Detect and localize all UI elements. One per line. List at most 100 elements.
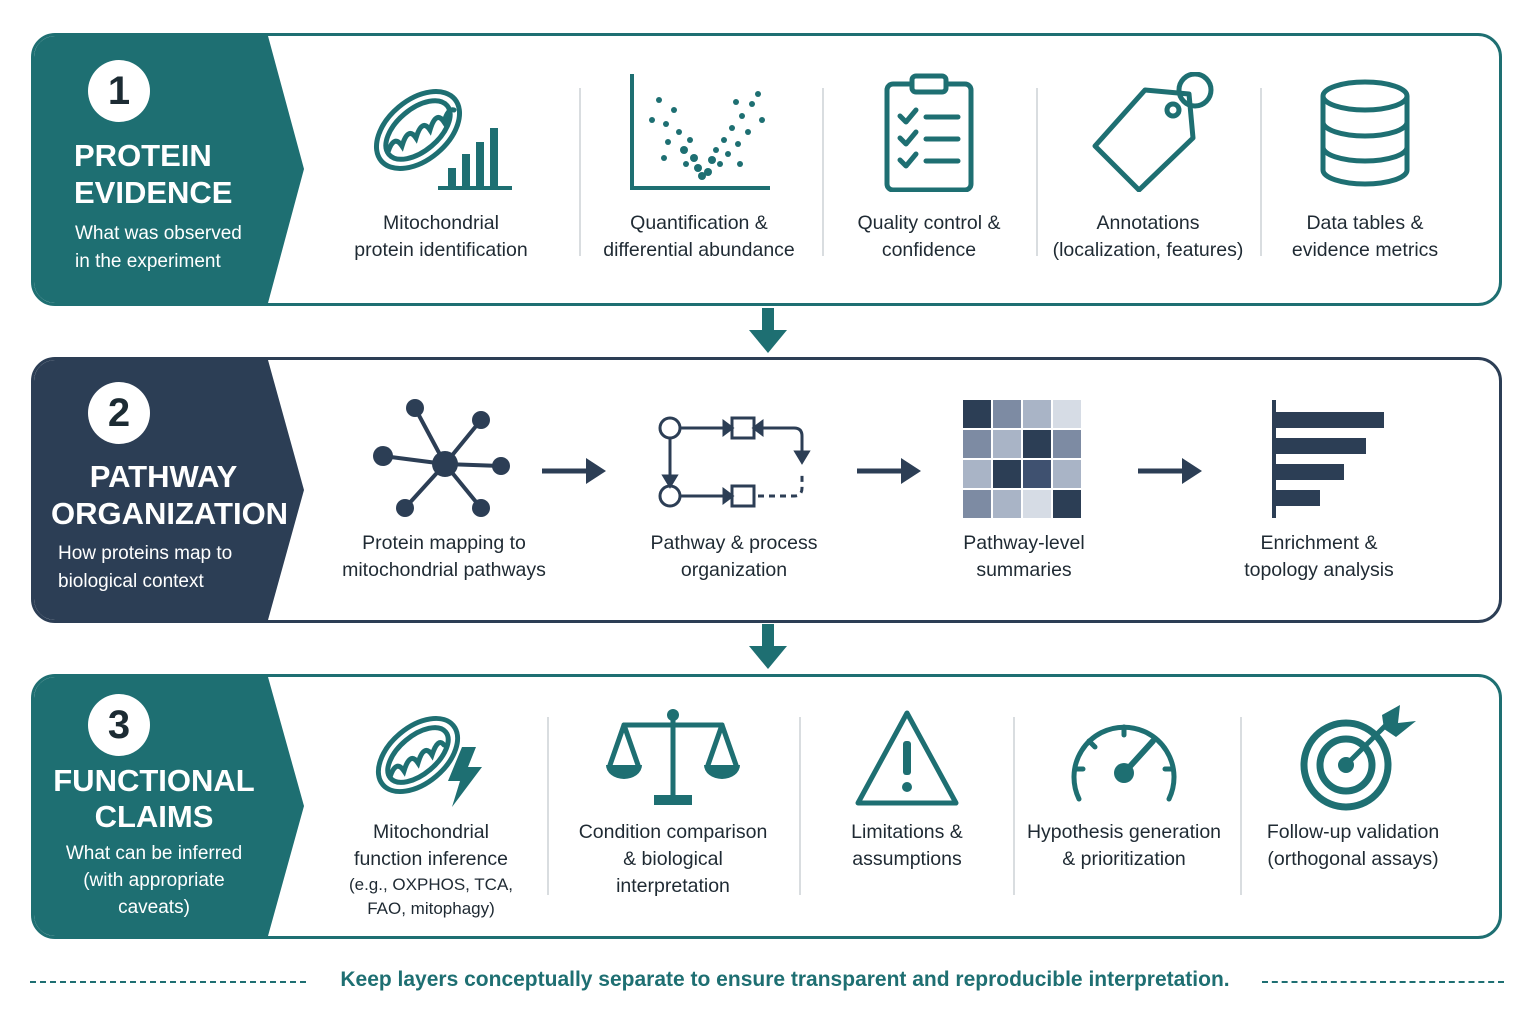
heatmap-cell	[963, 400, 991, 428]
item-hypothesis-generation: Hypothesis generation & prioritization	[1018, 703, 1230, 873]
process-flow-icon	[658, 416, 811, 508]
footer-text: Keep layers conceptually separate to ens…	[340, 968, 1230, 991]
item-label: Enrichment & topology analysis	[1214, 530, 1424, 584]
item-label: Limitations & assumptions	[812, 819, 1002, 873]
heatmap-icon	[963, 400, 1081, 518]
layer-title: PATHWAY ORGANIZATION	[51, 458, 288, 532]
heatmap-cell	[963, 490, 991, 518]
heatmap-cell	[1023, 400, 1051, 428]
target-arrow-icon	[1300, 705, 1416, 811]
heatmap-cell	[1053, 400, 1081, 428]
label-line: (e.g., OXPHOS, TCA,	[348, 875, 514, 894]
footer-note: Keep layers conceptually separate to ens…	[0, 960, 1536, 1004]
right-arrow-icon	[542, 458, 606, 484]
title-line: CLAIMS	[94, 799, 214, 834]
item-label: Mitochondrial function inference	[326, 819, 536, 873]
down-arrow-icon	[749, 308, 787, 353]
item-label: Mitochondrial protein identification	[336, 210, 546, 264]
heatmap-cell	[1053, 460, 1081, 488]
subtitle-line: How proteins map to	[58, 543, 233, 564]
item-label: Hypothesis generation & prioritization	[1018, 819, 1230, 873]
subtitle-line: caveats)	[118, 897, 190, 918]
label-line: Condition comparison	[578, 821, 768, 843]
label-line: & prioritization	[1062, 848, 1186, 870]
item-pathway-summaries: Pathway-level summaries	[929, 398, 1119, 584]
label-line: Quality control &	[857, 212, 1001, 234]
item-label: Annotations (localization, features)	[1042, 210, 1254, 264]
label-line: interpretation	[616, 875, 730, 897]
divider	[1036, 88, 1038, 256]
right-arrow-icon	[857, 458, 921, 484]
divider	[799, 717, 801, 895]
layer-title: FUNCTIONAL CLAIMS	[44, 763, 264, 835]
label-line: differential abundance	[603, 239, 795, 261]
item-protein-mapping: Protein mapping to mitochondrial pathway…	[319, 398, 569, 584]
item-label: Quality control & confidence	[834, 210, 1024, 264]
label-line: FAO, mitophagy)	[367, 899, 495, 918]
subtitle-line: (with appropriate	[83, 870, 225, 891]
divider	[1013, 717, 1015, 895]
tag-icon	[1092, 72, 1214, 192]
subtitle-line: in the experiment	[75, 251, 221, 272]
item-enrichment-topology: Enrichment & topology analysis	[1214, 398, 1424, 584]
label-line: assumptions	[852, 848, 962, 870]
divider	[822, 88, 824, 256]
layer-header: 1 PROTEIN EVIDENCE What was observed in …	[34, 36, 306, 303]
label-line: organization	[680, 559, 788, 581]
item-limitations: Limitations & assumptions	[812, 703, 1002, 873]
label-line: protein identification	[354, 239, 528, 261]
warning-triangle-icon	[855, 710, 959, 806]
layer-subtitle: What was observed in the experiment	[75, 220, 242, 276]
item-label: Protein mapping to mitochondrial pathway…	[319, 530, 569, 584]
heatmap-cell	[993, 490, 1021, 518]
heatmap-cell	[1053, 430, 1081, 458]
heatmap-cell	[963, 460, 991, 488]
label-line: topology analysis	[1244, 559, 1394, 581]
item-quality-control: Quality control & confidence	[834, 72, 1024, 264]
item-quantification: Quantification & differential abundance	[594, 72, 804, 264]
title-line: EVIDENCE	[74, 175, 233, 210]
item-label: Quantification & differential abundance	[594, 210, 804, 264]
item-mitochondrial-protein-identification: Mitochondrial protein identification	[336, 72, 546, 264]
heatmap-cell	[1053, 490, 1081, 518]
layer-title: PROTEIN EVIDENCE	[74, 137, 232, 211]
title-line: PATHWAY	[89, 459, 238, 494]
database-icon	[1320, 79, 1410, 187]
network-hub-icon	[373, 399, 510, 517]
heatmap-cell	[1023, 490, 1051, 518]
label-line: & biological	[623, 848, 723, 870]
item-label: Follow-up validation (orthogonal assays)	[1250, 819, 1456, 873]
item-label: Condition comparison & biological interp…	[562, 819, 784, 900]
item-sublabel: (e.g., OXPHOS, TCA, FAO, mitophagy)	[326, 873, 536, 921]
label-line: Limitations &	[851, 821, 963, 843]
label-line: Pathway & process	[650, 532, 818, 554]
layer-panel-pathway-organization: 2 PATHWAY ORGANIZATION How proteins map …	[31, 357, 1502, 623]
dashed-rule-left	[30, 981, 306, 983]
horizontal-bar-chart-icon	[1272, 400, 1384, 518]
title-line: PROTEIN	[74, 138, 212, 173]
item-label: Data tables & evidence metrics	[1270, 210, 1460, 264]
divider	[579, 88, 581, 256]
label-line: Quantification &	[630, 212, 768, 234]
label-line: Enrichment &	[1260, 532, 1378, 554]
heatmap-cell	[1023, 460, 1051, 488]
heatmap-cell	[993, 430, 1021, 458]
layer-header: 2 PATHWAY ORGANIZATION How proteins map …	[34, 360, 306, 620]
label-line: Mitochondrial	[383, 212, 499, 234]
label-line: Data tables &	[1306, 212, 1424, 234]
balance-scale-icon	[606, 709, 740, 805]
label-line: Mitochondrial	[373, 821, 489, 843]
layer-panel-protein-evidence: 1 PROTEIN EVIDENCE What was observed in …	[31, 33, 1502, 306]
down-arrow-icon	[749, 624, 787, 669]
label-line: function inference	[354, 848, 508, 870]
item-function-inference: Mitochondrial function inference (e.g., …	[326, 703, 536, 921]
divider	[1260, 88, 1262, 256]
subtitle-line: What can be inferred	[65, 843, 243, 864]
layer-subtitle: What can be inferred (with appropriate c…	[44, 840, 264, 921]
divider	[1240, 717, 1242, 895]
gauge-icon	[1071, 724, 1177, 802]
label-line: evidence metrics	[1291, 239, 1439, 261]
item-condition-comparison: Condition comparison & biological interp…	[562, 703, 784, 900]
item-annotations: Annotations (localization, features)	[1042, 72, 1254, 264]
item-follow-up-validation: Follow-up validation (orthogonal assays)	[1250, 703, 1456, 873]
